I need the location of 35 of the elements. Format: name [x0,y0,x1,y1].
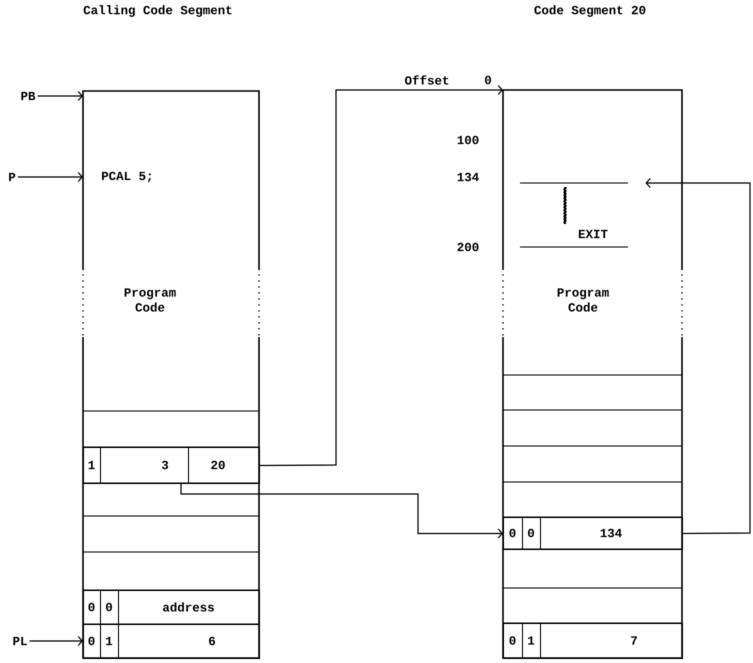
instruction-text: PCAL 5; [102,172,151,182]
memory-cell: 6 [118,624,260,659]
register-label: PB [21,92,36,100]
memory-cell: address [118,590,260,625]
arrow [260,85,503,466]
memory-cell: 134 [540,517,683,550]
register-label: PL [13,636,27,646]
memory-cell: 1 [522,623,541,659]
program-code-label: Program Code [124,288,176,312]
segment-title: Code Segment 20 [534,5,646,17]
exit-label: EXIT [578,230,608,238]
memory-cell: 0 [83,624,101,659]
memory-cell: 3 [100,447,189,484]
segment-title: Calling Code Segment [84,5,232,17]
memory-cell: 1 [83,447,101,484]
program-code-label: Program Code [558,288,609,312]
arrow [38,91,83,101]
memory-cell: 0 [83,590,101,625]
offset-label: 200 [458,242,478,252]
memory-cell: 7 [540,623,683,659]
memory-cell: 0 [503,623,523,659]
offset-label: 0 [484,76,492,84]
offset-heading: Offset [405,75,448,85]
arrow [18,172,83,182]
offset-label: 134 [458,172,479,182]
memory-cell: 1 [100,624,119,659]
memory-cell: 0 [100,590,119,625]
arrow [30,636,83,646]
memory-cell: 0 [522,517,541,550]
register-label: P [9,172,16,182]
arrow [180,484,503,538]
arrow [645,178,751,534]
memory-cell: 0 [503,517,523,550]
memory-cell: 20 [188,447,260,484]
offset-label: 100 [458,136,478,144]
